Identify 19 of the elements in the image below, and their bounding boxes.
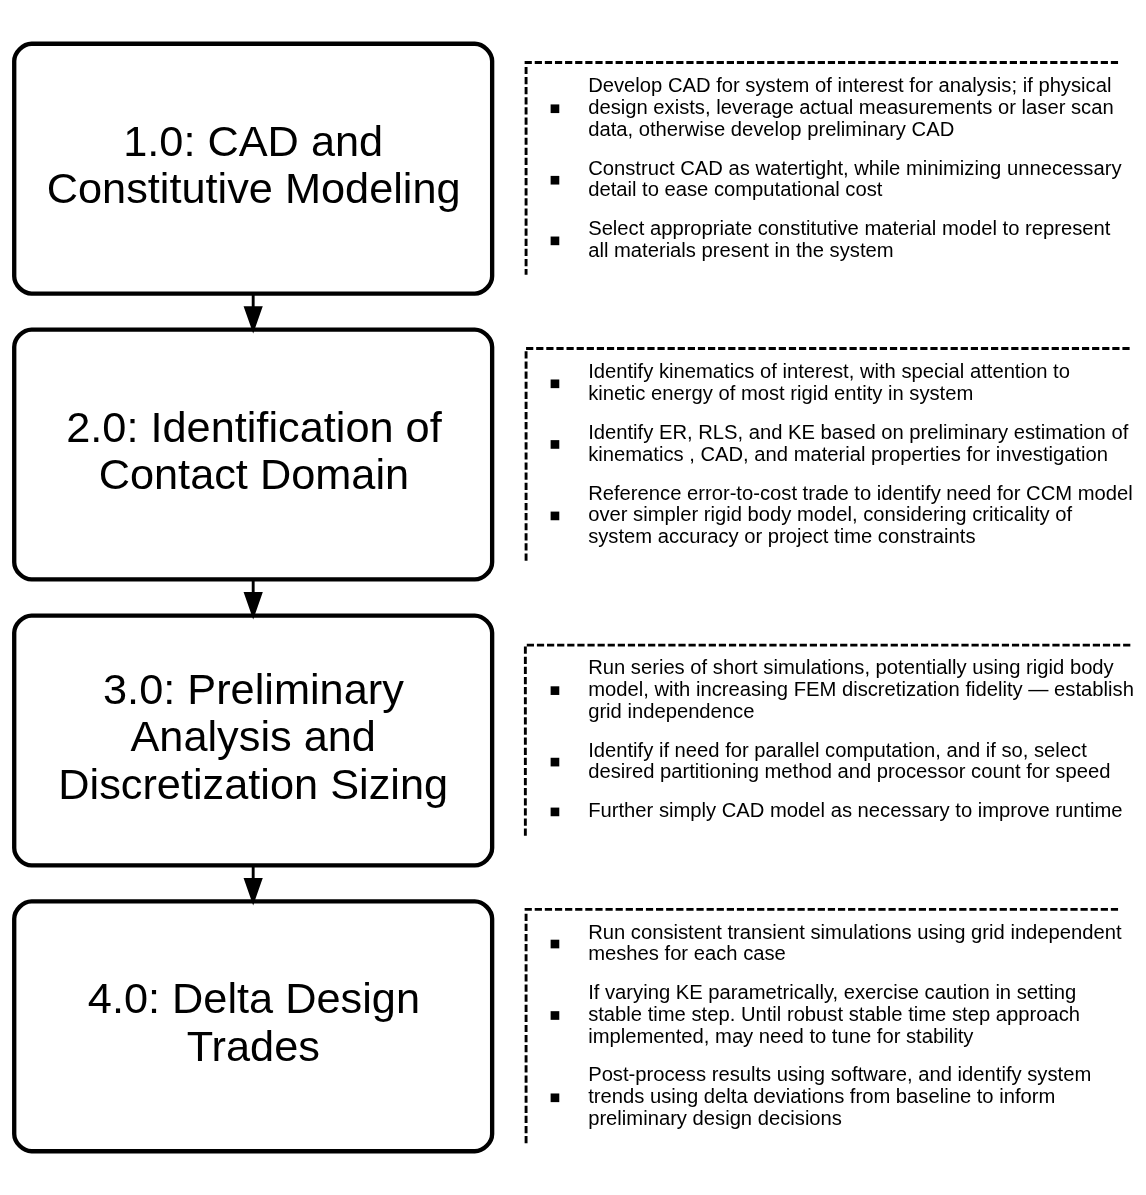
node-label: Identify ER, RLS, and KE based on preliminary estimation of kinematics , CAD, and material properties for investigation: [588, 420, 1129, 465]
node-label: Further simply CAD model as necessary to improve runtime: [588, 799, 1123, 822]
node-box: 2.0: Identification of Contact Domain: [12, 327, 495, 582]
node-box: 1.0: CAD and Constitutive Modeling: [12, 41, 495, 296]
node-label: Identify if need for parallel computation, and if so, select desired partitioning method and processor count for speed: [588, 738, 1111, 783]
arrow: [243, 865, 263, 906]
arrow: [243, 579, 263, 620]
node-box: 4.0: Delta Design Trades: [12, 899, 495, 1154]
node-label: If varying KE parametrically, exercise caution in setting stable time step. Until robust stable time step approach implemented, may need to tune for stability: [588, 981, 1081, 1047]
node-label: Develop CAD for system of interest for analysis; if physical design exists, leverage actual measurements or laser scan data, otherwise develop preliminary CAD: [588, 74, 1114, 140]
node-label: Post-process results using software, and identify system trends using delta deviations from baseline to inform preliminary design decisions: [588, 1063, 1092, 1129]
node-label: Run consistent transient simulations using grid independent meshes for each case: [588, 920, 1122, 965]
node-label: Run series of short simulations, potentially using rigid body model, with increasing FEM discretization fidelity — establish grid independence: [588, 656, 1134, 722]
node-label: Reference error-to-cost trade to identify need for CCM model over simpler rigid body model, considering criticality of system accuracy or project time constraints: [588, 481, 1133, 547]
node-label: Identify kinematics of interest, with special attention to kinetic energy of most rigid entity in system: [588, 360, 1070, 404]
node-label: Construct CAD as watertight, while minimizing unnecessary detail to ease computational cost: [588, 156, 1122, 201]
node-box: 3.0: Preliminary Analysis and Discretization Sizing: [12, 613, 495, 868]
arrow: [243, 293, 263, 334]
node-label: Select appropriate constitutive material model to represent all materials present in the system: [588, 217, 1111, 262]
